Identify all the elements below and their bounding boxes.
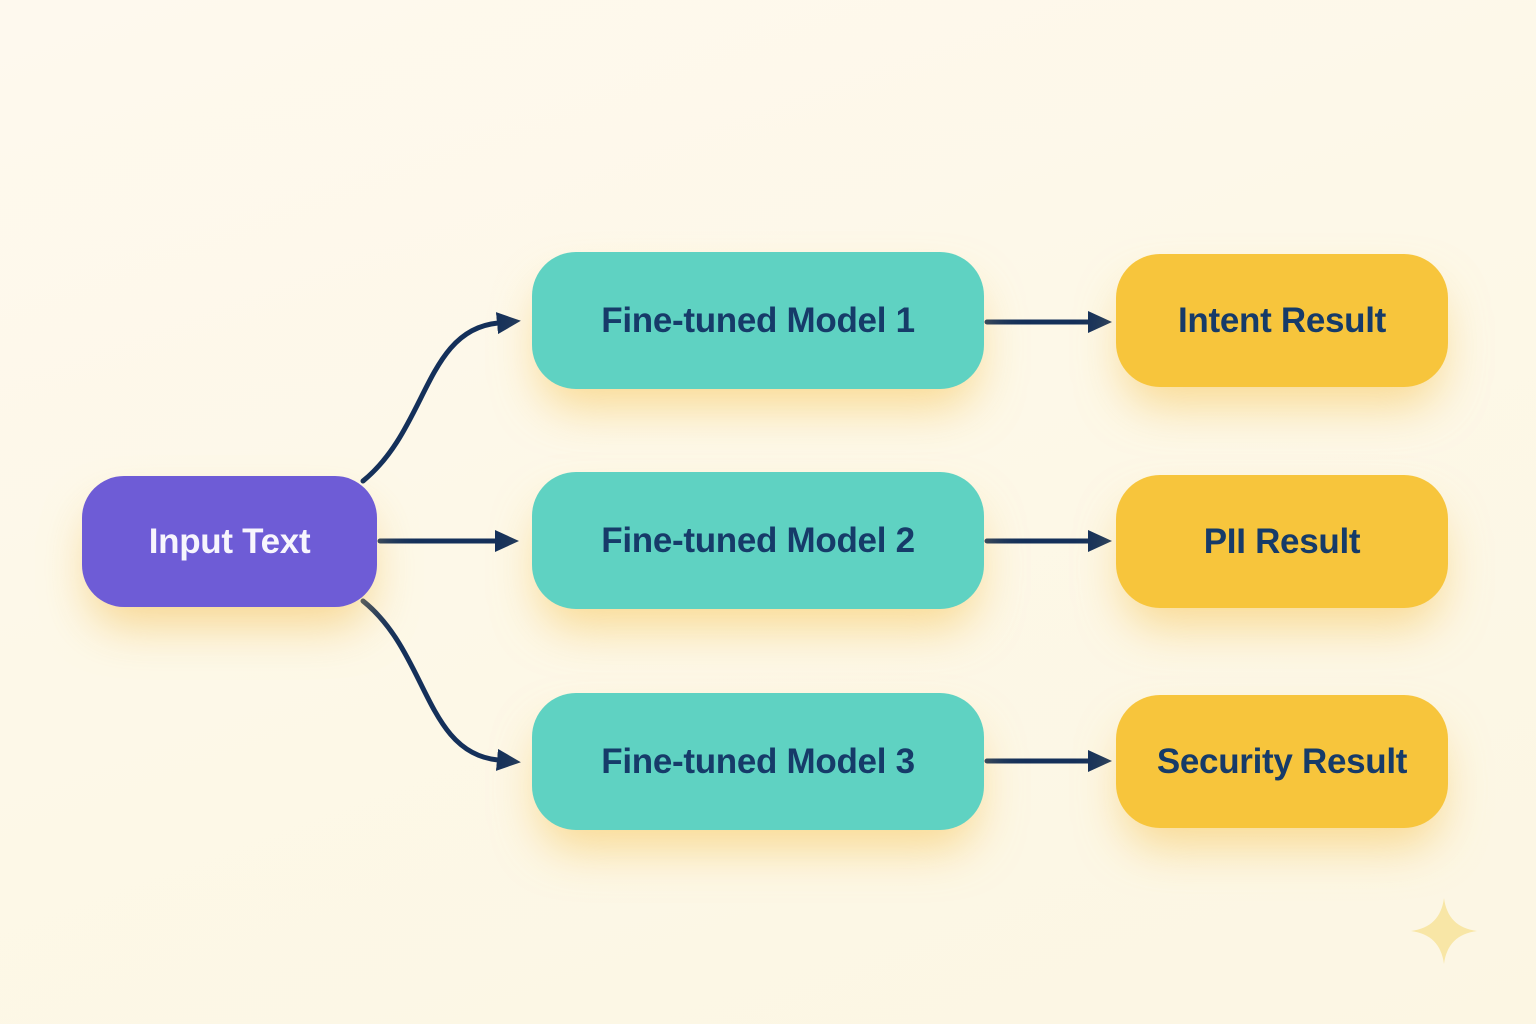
edge-input-to-model1 bbox=[360, 312, 521, 484]
node-fine-tuned-model-2-label: Fine-tuned Model 2 bbox=[601, 520, 915, 560]
node-input-text-label: Input Text bbox=[148, 521, 311, 561]
node-intent-result-label: Intent Result bbox=[1177, 300, 1387, 340]
node-security-result-label: Security Result bbox=[1156, 741, 1408, 781]
node-pii-result: PII Result bbox=[1116, 475, 1448, 608]
node-fine-tuned-model-3: Fine-tuned Model 3 bbox=[532, 693, 984, 830]
edge-input-to-model3 bbox=[360, 598, 521, 771]
node-intent-result: Intent Result bbox=[1116, 254, 1448, 387]
node-fine-tuned-model-1: Fine-tuned Model 1 bbox=[532, 252, 984, 389]
node-security-result: Security Result bbox=[1116, 695, 1448, 828]
node-input-text: Input Text bbox=[82, 476, 377, 607]
node-fine-tuned-model-1-label: Fine-tuned Model 1 bbox=[601, 300, 915, 340]
sparkle-icon bbox=[1411, 898, 1477, 964]
node-fine-tuned-model-3-label: Fine-tuned Model 3 bbox=[601, 741, 915, 781]
node-pii-result-label: PII Result bbox=[1203, 521, 1361, 561]
node-fine-tuned-model-2: Fine-tuned Model 2 bbox=[532, 472, 984, 609]
